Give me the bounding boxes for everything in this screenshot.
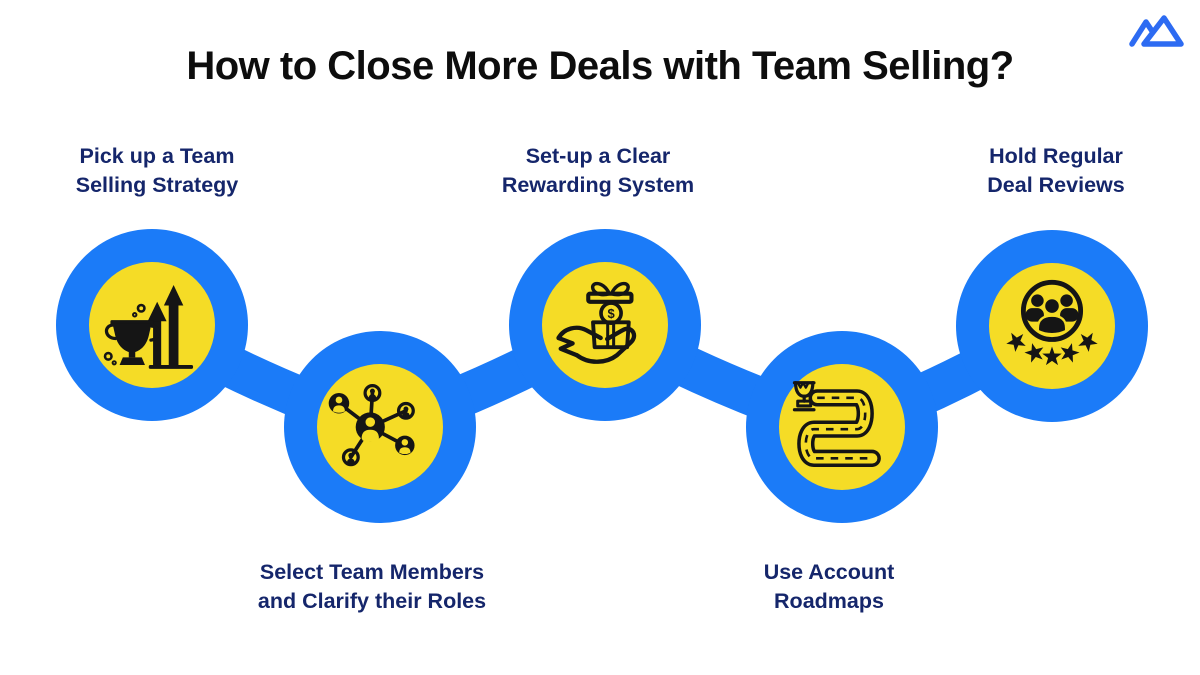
step-label-line: Set-up a Clear [525,144,671,168]
step-circle-1 [56,229,248,421]
account-roadmap-icon [792,381,881,467]
step-label-line: and Clarify their Roles [257,589,487,613]
coin-dollar-glyph: $ [607,306,615,321]
step-label-5: Hold Regular Deal Reviews [926,142,1186,200]
gift-reward-icon: $ [556,281,637,364]
trophy-growth-icon [103,285,194,369]
step-label-line: Deal Reviews [987,173,1125,197]
mini-trophy-glyph [792,381,816,412]
review-stars-icon [1006,279,1098,366]
step-label-1: Pick up a Team Selling Strategy [27,142,287,200]
step-3-disc [542,262,668,388]
logo-small-peak [1129,19,1155,47]
step-label-3: Set-up a Clear Rewarding System [468,142,728,200]
step-label-line: Use Account [763,560,895,584]
step-circle-3: $ [509,229,701,421]
mountain-peaks-logo [1129,15,1184,47]
step-label-2: Select Team Members and Clarify their Ro… [232,558,512,616]
step-label-line: Rewarding System [501,173,695,197]
step-label-line: Select Team Members [259,560,485,584]
rating-stars [1006,332,1098,366]
step-label-line: Pick up a Team [79,144,235,168]
step-circle-4 [746,331,938,523]
step-circle-5 [956,230,1148,422]
page-title: How to Close More Deals with Team Sellin… [186,44,1014,88]
step-label-4: Use Account Roadmaps [699,558,959,616]
step-circle-2 [284,331,476,523]
step-label-line: Hold Regular [989,144,1123,168]
team-network-icon [328,384,415,467]
step-label-line: Roadmaps [774,589,884,613]
step-label-line: Selling Strategy [75,173,239,197]
